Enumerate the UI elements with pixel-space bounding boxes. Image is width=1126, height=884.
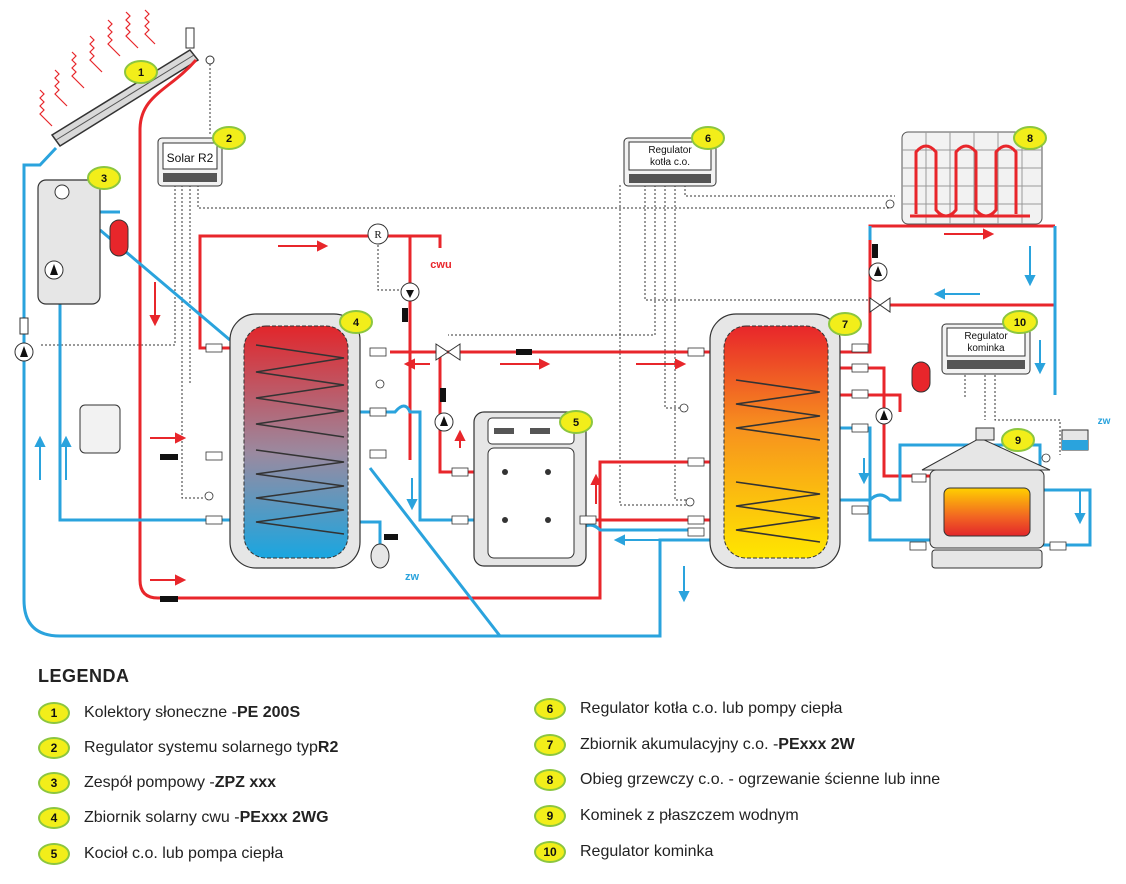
number-badge-labels: 1 2 3 4 5 6 7 8 9 10 [101,67,1033,447]
legend-text: Zbiornik akumulacyjny c.o. - [580,736,779,753]
legend-text: Obieg grzewczy c.o. - ogrzewanie ścienne… [580,771,941,788]
badge-9: 9 [1015,435,1021,447]
legend-badge: 10 [534,841,566,863]
legend-badge: 8 [534,769,566,791]
legend-item-2: 2 Regulator systemu solarnego typ R2 [38,737,338,759]
legend-title: LEGENDA [38,666,130,686]
cwu-label: cwu [430,259,451,271]
legend-item-3: 3 Zespół pompowy - ZPZ xxx [38,772,276,794]
legend-item-5: 5 Kocioł c.o. lub pompa ciepła [38,843,283,865]
legend-item-7: 7 Zbiornik akumulacyjny c.o. - PExxx 2W [534,734,855,756]
badge-8: 8 [1027,133,1033,145]
legend-text: Zbiornik solarny cwu - [84,809,240,826]
flow-arrows-hot [149,228,995,586]
badge-1: 1 [138,67,144,79]
number-badges [87,60,1047,452]
heating-system-diagram: Solar R2 Regulator kotła c.o. Regulator … [14,9,1111,638]
legend-badge: 4 [38,807,70,829]
legend-badge: 7 [534,734,566,756]
legend-bold: ZPZ xxx [214,774,277,791]
flow-arrows-cold [34,246,1086,603]
badge-10: 10 [1014,317,1026,329]
zw-label-2: zw [1098,416,1111,427]
badge-7: 7 [842,319,848,331]
expansion-vessel-icon [370,543,390,569]
fireplace-controller [941,323,1031,375]
legend-item-4: 4 Zbiornik solarny cwu - PExxx 2WG [38,807,329,829]
legend-item-9: 9 Kominek z płaszczem wodnym [534,805,799,827]
badge-6: 6 [705,133,711,145]
legend-item-6: 6 Regulator kotła c.o. lub pompy ciepła [534,698,842,720]
pump-unit-box [37,179,129,454]
legend-item-8: 8 Obieg grzewczy c.o. - ogrzewanie ścien… [534,769,940,791]
boiler-controller-label-2: kotła c.o. [650,157,690,168]
legend-badge: 2 [38,737,70,759]
badge-2: 2 [226,133,232,145]
fireplace [921,427,1089,569]
boiler [473,411,587,567]
legend-badge: 5 [38,843,70,865]
legend-text: Kominek z płaszczem wodnym [580,807,799,824]
zw-label-1: zw [405,571,420,583]
wall-heating-circuit [901,131,1043,225]
legend-text: Kolektory słoneczne - [84,704,237,721]
check-valves [160,244,878,602]
legend-badge: 9 [534,805,566,827]
pump-icon [53,262,893,432]
legend-item-10: 10 Regulator kominka [534,841,713,863]
thermostat-r-label: R [374,229,382,241]
solar-collector [50,27,215,148]
legend-text: Regulator systemu solarnego typ [84,739,318,756]
fireplace-controller-label-1: Regulator [964,331,1008,342]
buffer-tank [709,313,841,569]
legend-text: Zespół pompowy - [84,774,215,791]
solar-pump-icon [14,317,34,362]
badge-4: 4 [353,317,360,329]
legend-text: Regulator kominka [580,843,714,860]
legend-text: Regulator kotła c.o. lub pompy ciepła [580,700,843,717]
legend-bold: PExxx 2WG [239,809,329,826]
badge-5: 5 [573,417,579,429]
fireplace-controller-label-2: kominka [967,343,1005,354]
mixing-valve-icon [435,297,891,361]
legend-item-1: 1 Kolektory słoneczne - PE 200S [38,702,300,724]
legend-text: Kocioł c.o. lub pompa ciepła [84,845,284,862]
sun-rays [39,9,156,127]
legend-bold: R2 [317,739,339,756]
dhw-solar-tank [229,313,361,569]
solar-controller-label: Solar R2 [167,151,214,165]
valve-fittings [204,199,1067,551]
legend-badge: 6 [534,698,566,720]
solar-controller [157,137,223,187]
boiler-controller-label-1: Regulator [648,145,692,156]
legend-badge: 3 [38,772,70,794]
legend-bold: PE 200S [236,704,301,721]
legend-badge: 1 [38,702,70,724]
thermostat-r-icon [367,223,389,245]
legend-bold: PExxx 2W [778,736,855,753]
badge-3: 3 [101,173,107,185]
expansion-vessel-icon [911,361,931,393]
